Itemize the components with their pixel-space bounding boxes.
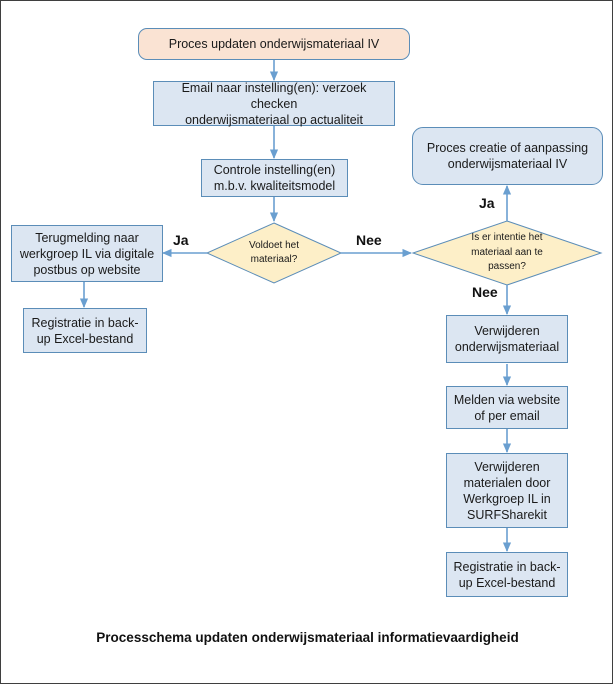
- edge-label-voldoet-nee: Nee: [356, 232, 382, 248]
- edge-label-intentie-nee: Nee: [472, 284, 498, 300]
- node-controle[interactable]: Controle instelling(en) m.b.v. kwaliteit…: [201, 159, 348, 197]
- node-verwijderen[interactable]: Verwijderen onderwijsmateriaal: [446, 315, 568, 363]
- node-registratie-right[interactable]: Registratie in back- up Excel-bestand: [446, 552, 568, 597]
- decision-shape-intentie: [411, 220, 603, 286]
- node-proces-creatie[interactable]: Proces creatie of aanpassing onderwijsma…: [412, 127, 603, 185]
- node-email[interactable]: Email naar instelling(en): verzoek check…: [153, 81, 395, 127]
- edge-label-intentie-ja: Ja: [479, 195, 495, 211]
- node-melden[interactable]: Melden via website of per email: [446, 386, 568, 429]
- diagram-caption: Processchema updaten onderwijsmateriaal …: [96, 630, 519, 645]
- edge-label-voldoet-ja: Ja: [173, 232, 189, 248]
- node-start[interactable]: Proces updaten onderwijsmateriaal IV: [138, 28, 410, 60]
- decision-shape-voldoet: [205, 222, 343, 284]
- node-terugmelding[interactable]: Terugmelding naar werkgroep IL via digit…: [11, 225, 163, 282]
- node-verwijderen-surf[interactable]: Verwijderen materialen door Werkgroep IL…: [446, 453, 568, 528]
- node-registratie-left[interactable]: Registratie in back- up Excel-bestand: [23, 308, 147, 353]
